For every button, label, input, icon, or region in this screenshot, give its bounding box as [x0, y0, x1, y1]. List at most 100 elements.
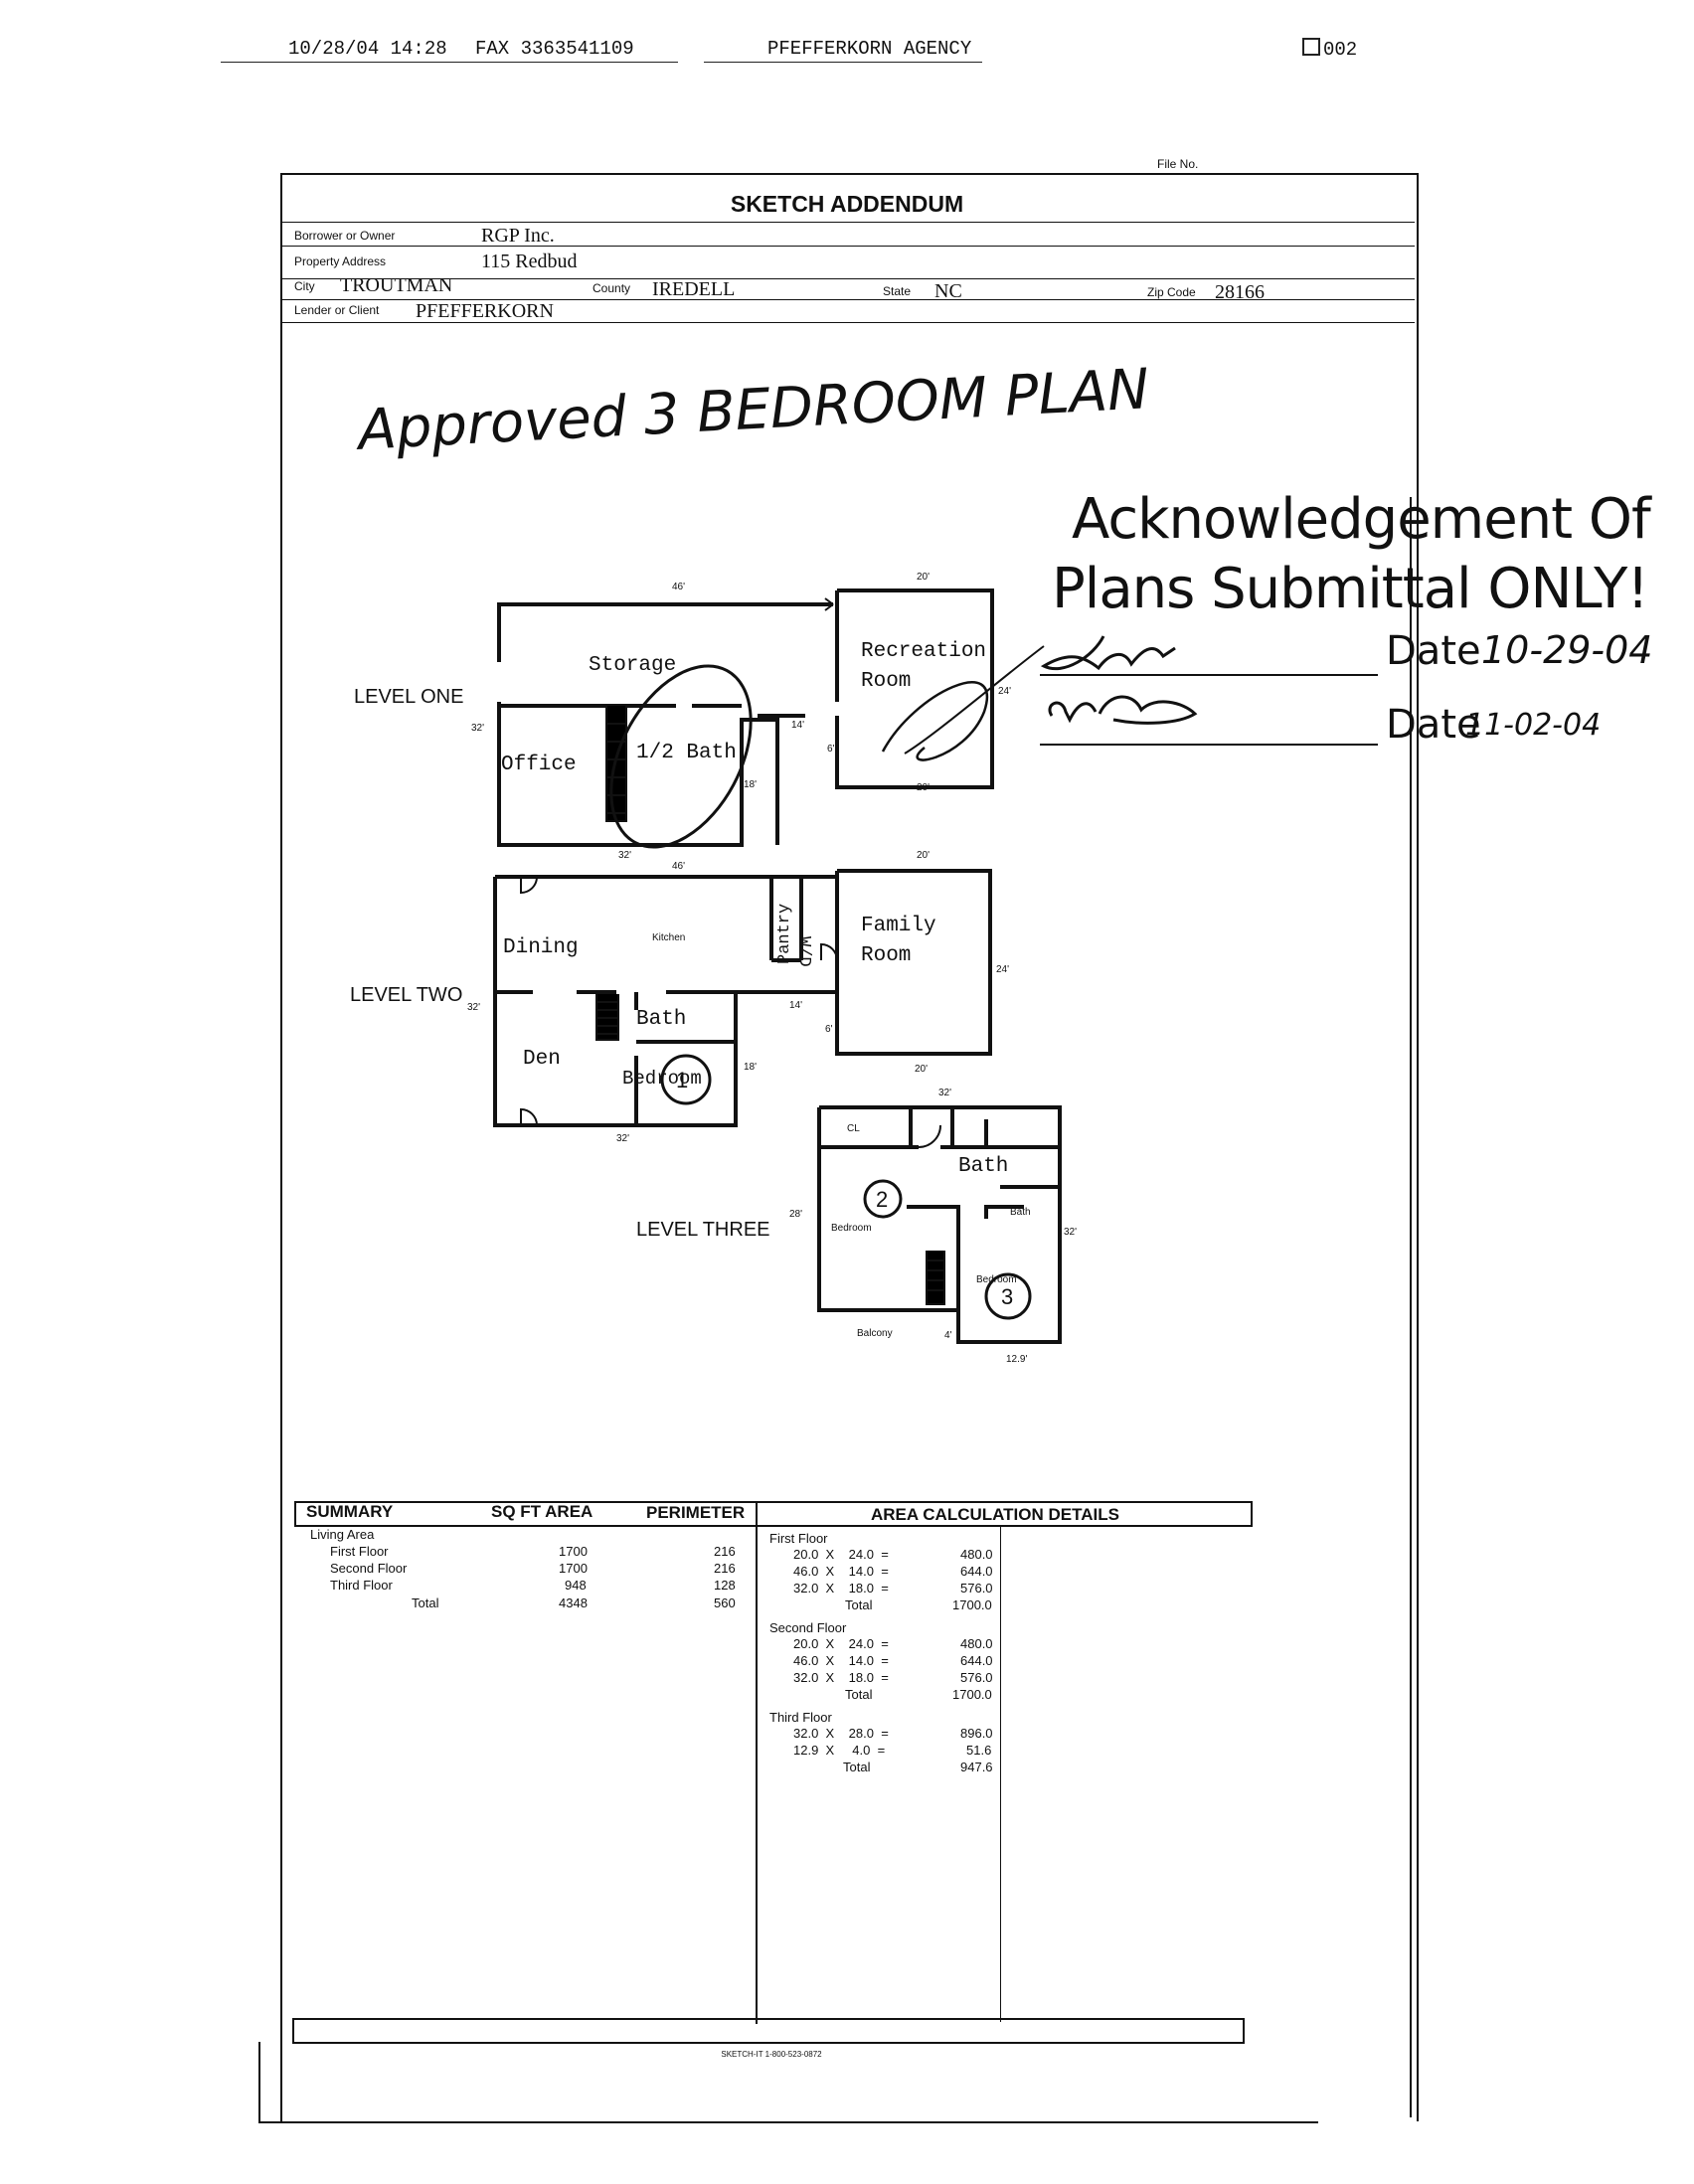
calc-total: 1700.0: [952, 1597, 992, 1612]
borrower-label: Borrower or Owner: [294, 229, 396, 243]
room-bath-l2: Bath: [636, 1008, 687, 1031]
room-recreation-2: Room: [861, 670, 912, 693]
dim-l2-step: 6': [825, 1024, 833, 1035]
summary-total-area: 4348: [559, 1596, 588, 1610]
sketch-addendum-form: [280, 173, 1419, 2121]
room-recreation: Recreation: [861, 640, 987, 663]
summary-divider-1: [756, 1503, 758, 2024]
state-value: NC: [934, 280, 962, 302]
zip-value: 28166: [1215, 281, 1265, 303]
dim-l3-right: 32': [1064, 1227, 1078, 1238]
room-family: Family: [861, 915, 936, 937]
calc-line: 46.0 X 14.0 =: [793, 1564, 889, 1579]
calc-floor-label: First Floor: [769, 1531, 828, 1546]
calc-floor-label: Third Floor: [769, 1710, 832, 1725]
dim-l2-bedroom: 18': [744, 1062, 758, 1073]
dim-l1-rec-side: 24': [998, 686, 1012, 697]
dim-l2-left: 32': [467, 1002, 481, 1013]
fax-page-number: 002: [1302, 38, 1357, 61]
calc-line: 32.0 X 18.0 =: [793, 1670, 889, 1685]
level-one-plan: [497, 588, 994, 849]
summary-row-perimeter: 216: [714, 1544, 736, 1559]
dim-l3-left: 28': [789, 1209, 803, 1220]
date-label-2: Date: [1386, 702, 1481, 748]
room-half-bath: 1/2 Bath: [636, 742, 737, 764]
county-label: County: [593, 281, 631, 295]
summary-row-area: 1700: [559, 1544, 588, 1559]
room-office: Office: [501, 754, 577, 776]
dim-l1-rec-bottom: 20': [917, 782, 931, 793]
calc-result: 480.0: [960, 1636, 993, 1651]
room-bath-l3: Bath: [958, 1155, 1009, 1178]
dim-l1-bath: 18': [744, 779, 758, 790]
summary-row-perimeter: 128: [714, 1578, 736, 1593]
calc-line: 20.0 X 24.0 =: [793, 1636, 889, 1651]
calc-floor-label: Second Floor: [769, 1620, 847, 1635]
signature-scribbles: [904, 635, 1198, 755]
city-label: City: [294, 279, 315, 293]
dim-l1-left: 32': [471, 723, 485, 734]
date-label-1: Date: [1386, 628, 1481, 674]
area-calc-header: AREA CALCULATION DETAILS: [871, 1505, 1119, 1524]
summary-row-perimeter: 216: [714, 1561, 736, 1576]
level-one-label: LEVEL ONE: [354, 686, 464, 708]
calc-line: 46.0 X 14.0 =: [793, 1653, 889, 1668]
room-storage: Storage: [589, 654, 677, 677]
form-bottom-line: [258, 2121, 1318, 2123]
room-family-2: Room: [861, 944, 912, 967]
dim-l2-bottom: 32': [616, 1133, 630, 1144]
zip-label: Zip Code: [1147, 285, 1196, 299]
room-wd: W/D: [794, 936, 813, 967]
perimeter-header: PERIMETER: [646, 1503, 746, 1522]
summary-row-name: First Floor: [330, 1544, 389, 1559]
form-bottom-left-line: [258, 2042, 260, 2121]
living-area-label: Living Area: [310, 1527, 375, 1542]
room-kitchen: Kitchen: [652, 932, 686, 943]
calc-total-label: Total: [843, 1760, 871, 1774]
level-three-plan: [817, 1105, 1062, 1344]
lender-label: Lender or Client: [294, 303, 380, 317]
room-pantry: Pantry: [775, 903, 794, 964]
calc-result: 480.0: [960, 1547, 993, 1562]
room-bedroom-1: Bedroom: [622, 1068, 702, 1090]
summary-row-name: Second Floor: [330, 1561, 408, 1576]
level-two-plan: [493, 869, 992, 1127]
circled-number-3: 3: [1001, 1284, 1014, 1309]
room-bedroom-2: Bedroom: [831, 1223, 872, 1234]
fax-underline-2: [704, 62, 982, 63]
state-label: State: [883, 284, 912, 298]
summary-row-area: 1700: [559, 1561, 588, 1576]
lender-value: PFEFFERKORN: [416, 300, 554, 322]
dim-l1-top: 46': [672, 582, 686, 592]
calc-result: 896.0: [960, 1726, 993, 1741]
calc-total-label: Total: [845, 1597, 873, 1612]
county-value: IREDELL: [652, 278, 736, 300]
summary-row-area: 948: [565, 1578, 587, 1593]
room-closet: CL: [847, 1123, 860, 1134]
dim-l2-family-top: 20': [917, 850, 931, 861]
calc-line: 20.0 X 24.0 =: [793, 1547, 889, 1562]
calc-total: 947.6: [960, 1760, 993, 1774]
date-value-1: 10-29-04: [1481, 628, 1653, 672]
dim-l3-top: 32': [938, 1088, 952, 1098]
calc-result: 51.6: [966, 1743, 992, 1758]
address-label: Property Address: [294, 254, 387, 268]
summary-header: SUMMARY: [306, 1502, 394, 1521]
fax-agency: PFEFFERKORN AGENCY: [767, 38, 972, 60]
circled-number-2: 2: [876, 1187, 889, 1212]
summary-total-perimeter: 560: [714, 1596, 736, 1610]
calc-total: 1700.0: [952, 1687, 992, 1702]
dim-l1-bottom: 32': [618, 850, 632, 861]
form-title: SKETCH ADDENDUM: [730, 191, 964, 217]
fax-underline: [221, 62, 678, 63]
room-balcony: Balcony: [857, 1328, 893, 1339]
sketch-footer: SKETCH-IT 1-800-523-0872: [721, 2050, 822, 2059]
borrower-value: RGP Inc.: [481, 225, 555, 247]
room-den: Den: [523, 1048, 561, 1071]
address-value: 115 Redbud: [481, 251, 578, 272]
signature-line-2: [1040, 744, 1378, 746]
level-two-label: LEVEL TWO: [350, 984, 463, 1006]
summary-header-bar: [294, 1501, 1253, 1527]
fax-page-icon: [1302, 38, 1320, 56]
signature-line-1: [1040, 674, 1378, 676]
